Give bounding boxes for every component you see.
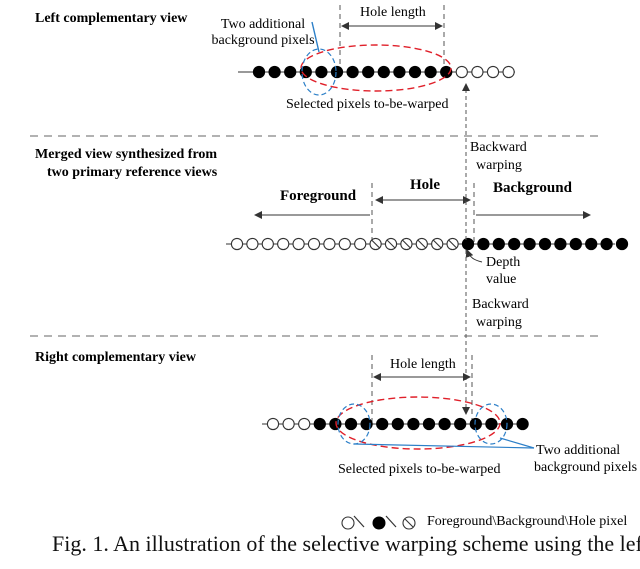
right-hole-length-label: Hole length [390, 357, 456, 372]
background-pixel [299, 65, 312, 79]
foreground-pixel [292, 237, 305, 251]
background-pixel [554, 237, 567, 251]
background-pixel [362, 65, 375, 79]
merged-pixel-row [230, 237, 629, 251]
hole-pixel-slash [448, 239, 457, 249]
legend-symbols [341, 515, 416, 530]
hole-pixel-slash [417, 239, 427, 249]
legend-hole-icon [402, 516, 416, 530]
hole-pixel-slash [371, 239, 380, 249]
background-pixel [438, 417, 451, 431]
figure-caption: Fig. 1. An illustration of the selective… [52, 531, 640, 556]
background-pixel [377, 65, 390, 79]
right-extra-pixels-ellipse-right [474, 403, 508, 445]
foreground-label: Foreground [280, 188, 357, 204]
background-label: Background [493, 180, 572, 196]
background-pixel [569, 237, 582, 251]
left-selected-ellipse [300, 44, 452, 92]
right-selected-ellipse [335, 396, 501, 450]
background-pixel [344, 417, 358, 431]
background-pixel [313, 417, 326, 431]
background-pixel [315, 65, 328, 79]
background-pixel [585, 237, 598, 251]
foreground-pixel [246, 237, 259, 251]
right-pixel-row [266, 417, 529, 431]
legend-background-icon [372, 515, 397, 530]
foreground-pixel [323, 237, 336, 251]
right-extra-pointer-b [499, 437, 535, 449]
backward-warping-bottom-2: warping [476, 315, 522, 330]
legend-label: Foreground\Background\Hole pixel [427, 514, 628, 529]
background-pixel [408, 65, 422, 79]
hole-pixel-slash [432, 239, 442, 249]
background-pixel [461, 237, 475, 251]
background-pixel [440, 65, 453, 79]
background-pixel [538, 237, 552, 251]
right-view-title: Right complementary view [35, 350, 196, 365]
right-extra-pointer-a [353, 443, 535, 449]
left-selected-label: Selected pixels to-be-warped [286, 97, 449, 112]
left-extra-pixels-label-1: Two additional [220, 17, 306, 32]
background-pixel [454, 417, 467, 431]
foreground-pixel [502, 65, 515, 79]
foreground-pixel [282, 417, 295, 431]
background-pixel [477, 237, 490, 251]
background-pixel [485, 417, 498, 431]
background-pixel [330, 65, 344, 79]
left-pixel-row [252, 65, 515, 79]
foreground-pixel [455, 65, 468, 79]
left-extra-pixels-ellipse [301, 48, 337, 96]
background-pixel [346, 65, 359, 79]
background-pixel [391, 417, 404, 431]
background-pixel [600, 237, 613, 251]
background-pixel [615, 237, 629, 251]
depth-value-label-1: Depth [486, 255, 521, 270]
foreground-pixel [471, 65, 484, 79]
left-view-title: Left complementary view [35, 11, 188, 26]
backward-warping-top-1: Backward [470, 140, 527, 155]
left-extra-pixels-label-2: background pixels [211, 33, 315, 48]
merged-view-title-2: two primary reference views [47, 165, 218, 180]
background-pixel [523, 237, 536, 251]
hole-label: Hole [410, 177, 440, 193]
foreground-pixel [307, 237, 321, 251]
hole-pixel-slash [402, 239, 411, 249]
background-pixel [407, 417, 420, 431]
foreground-pixel [298, 417, 311, 431]
hole-pixel-slash [386, 239, 396, 249]
legend-foreground-icon [341, 515, 365, 530]
backward-warping-top-2: warping [476, 158, 522, 173]
background-pixel [422, 417, 436, 431]
background-pixel [508, 237, 521, 251]
right-selected-label: Selected pixels to-be-warped [338, 462, 501, 477]
depth-value-label-2: value [486, 272, 517, 287]
foreground-pixel [486, 65, 500, 79]
background-pixel [284, 65, 297, 79]
foreground-pixel [277, 237, 290, 251]
foreground-pixel [261, 237, 274, 251]
background-pixel [424, 65, 437, 79]
merged-view-title-1: Merged view synthesized from [35, 147, 218, 162]
right-extra-pixels-label-2: background pixels [534, 460, 638, 475]
background-pixel [252, 65, 266, 79]
background-pixel [492, 237, 505, 251]
right-extra-pixels-label-1: Two additional [536, 443, 621, 458]
foreground-pixel [338, 237, 351, 251]
background-pixel [268, 65, 281, 79]
left-extra-pixels-pointer [311, 21, 320, 53]
background-pixel [516, 417, 529, 431]
backward-warping-bottom-1: Backward [472, 297, 529, 312]
background-pixel [376, 417, 389, 431]
foreground-pixel [266, 417, 280, 431]
background-pixel [393, 65, 406, 79]
depth-value-arrow [465, 249, 483, 263]
left-hole-length-label: Hole length [360, 5, 426, 20]
foreground-pixel [230, 237, 244, 251]
foreground-pixel [354, 237, 367, 251]
